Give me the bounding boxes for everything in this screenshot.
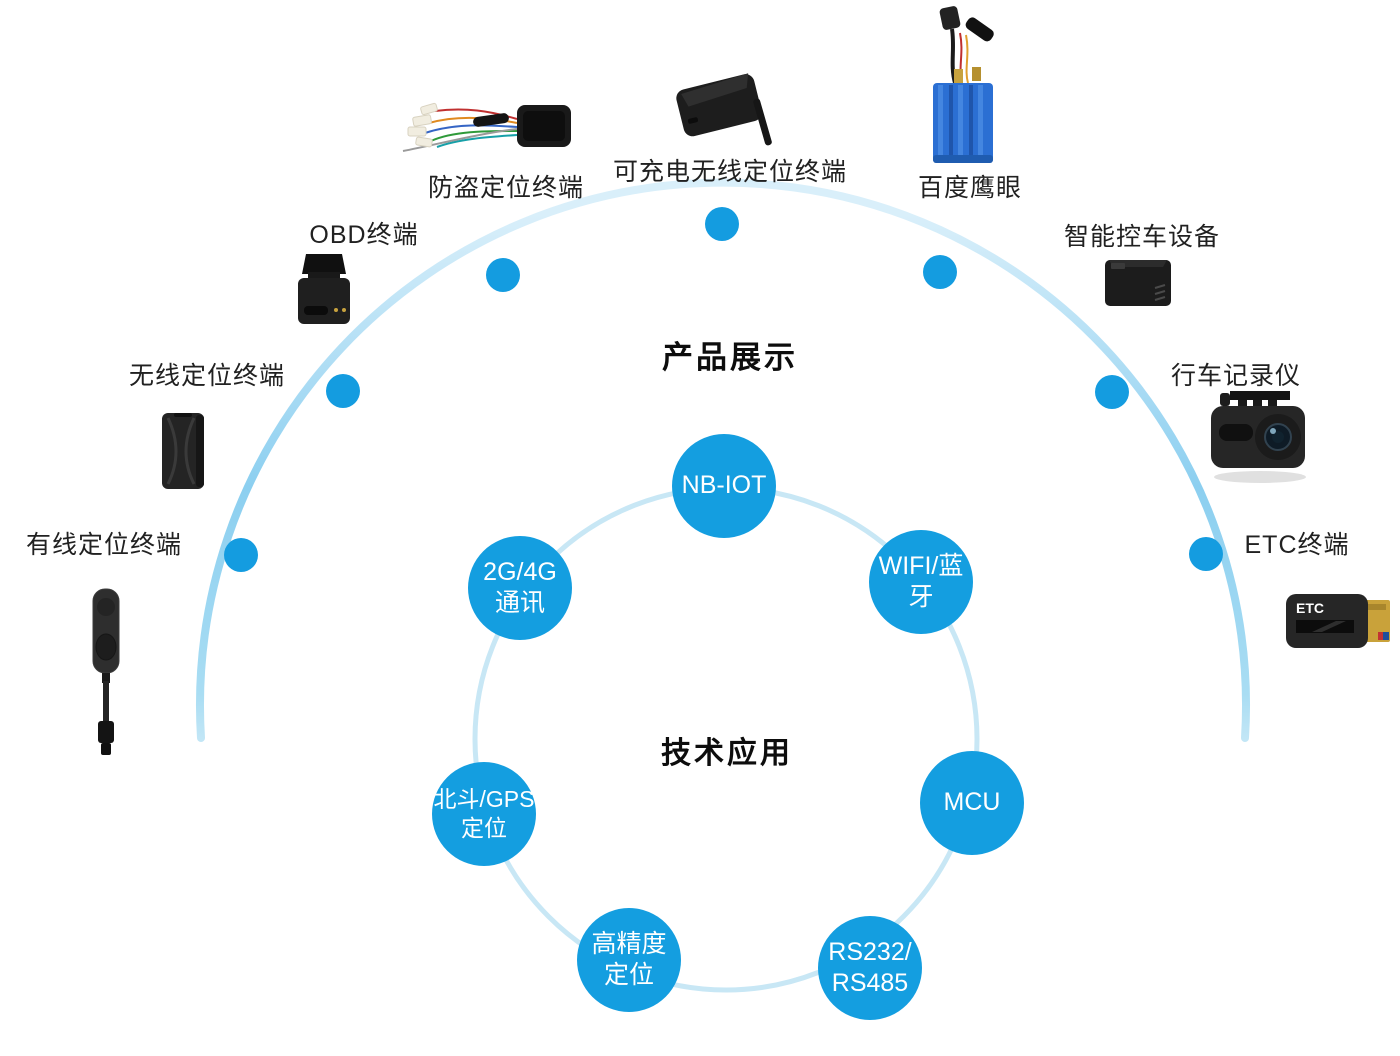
tech-circle-rs232-rs485: RS232/ RS485 bbox=[818, 916, 922, 1020]
smart-car-control-image bbox=[1105, 260, 1171, 306]
product-label-etc-terminal: ETC终端 bbox=[1244, 531, 1350, 559]
tech-circle-beidou-gps: 北斗/GPS 定位 bbox=[432, 762, 536, 866]
baidu-eagle-eye-image bbox=[933, 6, 994, 163]
tech-circle-nb-iot: NB-IOT bbox=[672, 434, 776, 538]
arc-node-dot bbox=[486, 258, 520, 292]
rechargeable-wireless-tracker-image bbox=[676, 73, 772, 146]
tech-circle-2g-4g-comm: 2G/4G 通讯 bbox=[468, 536, 572, 640]
arc-node-dot bbox=[326, 374, 360, 408]
product-label-wired-tracker: 有线定位终端 bbox=[25, 531, 183, 559]
product-label-anti-theft-tracker: 防盗定位终端 bbox=[427, 174, 585, 202]
dashcam-image bbox=[1211, 391, 1306, 483]
arc-node-dot bbox=[224, 538, 258, 572]
wired-tracker-image bbox=[92, 588, 120, 755]
tech-circle-wifi-bluetooth: WIFI/蓝牙 bbox=[869, 530, 973, 634]
arc-node-dot bbox=[923, 255, 957, 289]
wireless-tracker-image bbox=[162, 413, 204, 489]
product-label-obd-terminal: OBD终端 bbox=[309, 221, 419, 249]
tech-circle-high-precision: 高精度 定位 bbox=[577, 908, 681, 1012]
product-label-rechargeable-wireless-tracker: 可充电无线定位终端 bbox=[612, 158, 848, 186]
inner-section-title: 技术应用 bbox=[661, 737, 793, 770]
etc-terminal-image: ETC bbox=[1286, 594, 1390, 648]
arc-node-dot bbox=[705, 207, 739, 241]
arc-node-dot bbox=[1189, 537, 1223, 571]
outer-section-title: 产品展示 bbox=[662, 340, 798, 375]
obd-terminal-image bbox=[298, 254, 350, 324]
product-label-wireless-tracker: 无线定位终端 bbox=[128, 362, 286, 390]
product-label-baidu-eagle-eye: 百度鹰眼 bbox=[917, 174, 1023, 202]
anti-theft-tracker-image bbox=[402, 102, 571, 152]
product-label-smart-car-control: 智能控车设备 bbox=[1063, 223, 1221, 251]
etc-device-text: ETC bbox=[1296, 600, 1324, 616]
product-label-dashcam: 行车记录仪 bbox=[1170, 362, 1302, 390]
outer-arc bbox=[196, 178, 1250, 742]
arc-node-dot bbox=[1095, 375, 1129, 409]
tech-circle-mcu: MCU bbox=[920, 751, 1024, 855]
